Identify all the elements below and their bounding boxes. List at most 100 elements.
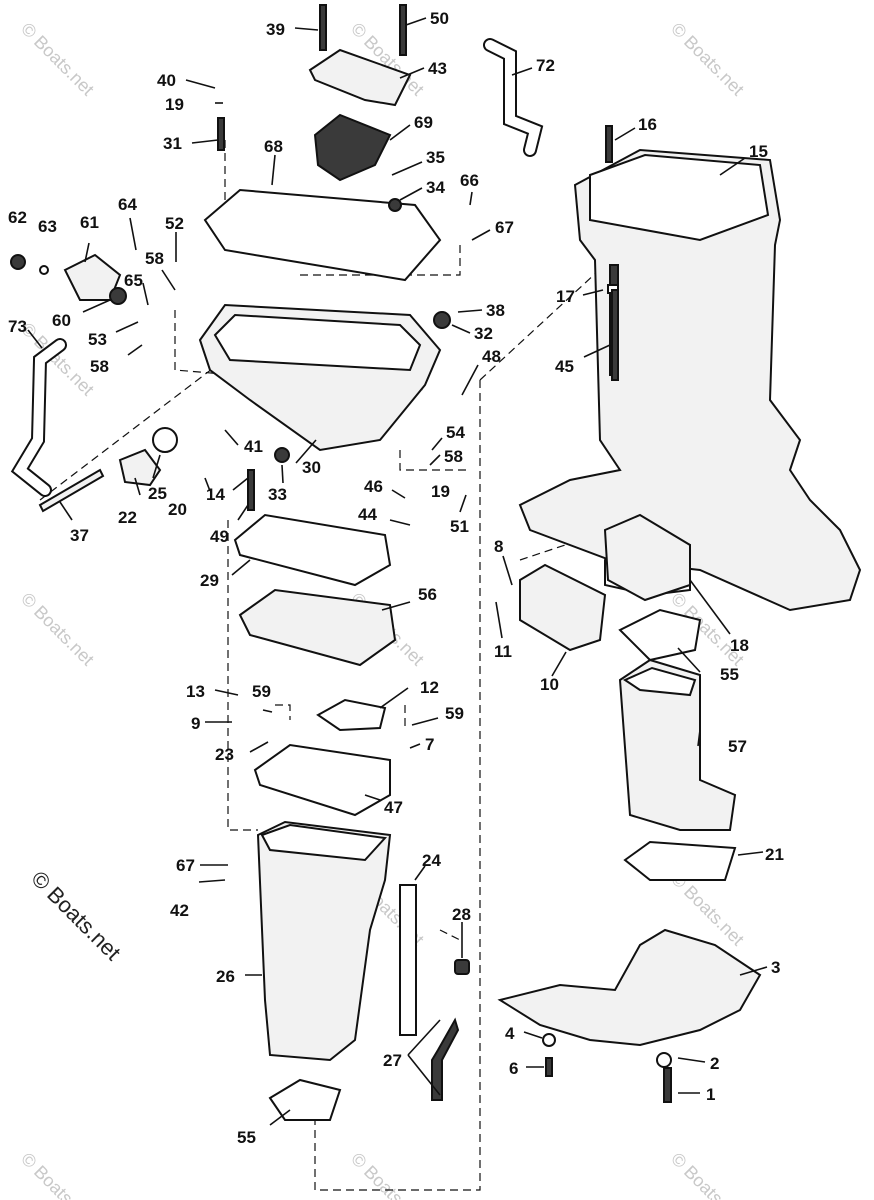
callout-30: 30: [302, 458, 321, 477]
gasket-68: [203, 188, 442, 282]
assembly-lines: [39, 140, 641, 1191]
callout-61: 61: [80, 213, 99, 232]
water-tube-24: [399, 884, 417, 1036]
callout-8: 8: [494, 537, 503, 556]
watermark: © Boats.net: [17, 1149, 98, 1200]
part-25: [152, 427, 178, 453]
stud-31: [217, 117, 225, 151]
callout-18: 18: [730, 636, 749, 655]
watermark: © Boats.net: [667, 1149, 748, 1200]
watermark: © Boats.net: [17, 589, 98, 670]
plate-3: [497, 928, 762, 1047]
callout-6: 6: [509, 1059, 518, 1078]
stud-16: [605, 125, 613, 163]
callout-33: 33: [268, 485, 287, 504]
part-62: [10, 254, 26, 270]
callout-39: 39: [266, 20, 285, 39]
leader-lines: [27, 17, 768, 1126]
callout-47: 47: [384, 798, 403, 817]
callout-32: 32: [474, 324, 493, 343]
callout-52: 52: [165, 214, 184, 233]
bracket-43: [308, 48, 412, 107]
bolt-50: [399, 4, 407, 56]
callout-67a: 67: [495, 218, 514, 237]
callout-31: 31: [163, 134, 182, 153]
callout-27: 27: [383, 1051, 402, 1070]
nut-34: [388, 198, 402, 212]
callout-22: 22: [118, 508, 137, 527]
callout-19b: 19: [431, 482, 450, 501]
callout-11: 11: [494, 642, 512, 661]
callout-15: 15: [749, 142, 768, 161]
thermostat-61: [63, 253, 122, 301]
callout-66: 66: [460, 171, 479, 190]
callout-62: 62: [8, 208, 27, 227]
seal-21: [623, 840, 737, 881]
callout-72: 72: [536, 56, 555, 75]
part-22: [118, 448, 162, 487]
callout-50: 50: [430, 9, 449, 28]
callout-14: 14: [206, 485, 225, 504]
callout-55a: 55: [720, 665, 739, 684]
bolt-45: [611, 289, 619, 381]
drive-shaft-housing: [518, 148, 862, 612]
callout-1: 1: [706, 1085, 715, 1104]
callout-26: 26: [216, 967, 235, 986]
callout-34: 34: [426, 178, 445, 197]
callout-24: 24: [422, 851, 441, 870]
callout-51: 51: [450, 517, 469, 536]
cover-12: [316, 698, 387, 732]
callout-28: 28: [452, 905, 471, 924]
callout-44: 44: [358, 505, 377, 524]
nut-33: [274, 447, 290, 463]
callout-43: 43: [428, 59, 447, 78]
hose-72-inner: [485, 40, 541, 155]
power-pack-69: [313, 113, 392, 182]
bolt-1: [663, 1067, 672, 1103]
callout-37: 37: [70, 526, 89, 545]
callout-59a: 59: [252, 682, 271, 701]
callout-35: 35: [426, 148, 445, 167]
watermark: © Boats.net: [17, 19, 98, 100]
seal-55-lower: [268, 1078, 342, 1121]
part-63: [39, 265, 49, 275]
callout-59b: 59: [445, 704, 464, 723]
callout-40: 40: [157, 71, 176, 90]
part-60: [109, 287, 127, 305]
callout-58c: 58: [444, 447, 463, 466]
callout-53: 53: [88, 330, 107, 349]
callout-60: 60: [52, 311, 71, 330]
exhaust-tube-57: [618, 658, 737, 831]
nut-32: [433, 311, 451, 329]
callout-49: 49: [210, 527, 229, 546]
callout-54: 54: [446, 423, 465, 442]
callout-7: 7: [425, 735, 434, 754]
callout-21: 21: [765, 845, 784, 864]
callout-19a: 19: [165, 95, 184, 114]
callout-10: 10: [540, 675, 559, 694]
callout-68: 68: [264, 137, 283, 156]
callout-2: 2: [710, 1054, 719, 1073]
callout-3: 3: [771, 958, 780, 977]
callout-42: 42: [170, 901, 189, 920]
callout-69: 69: [414, 113, 433, 132]
callout-13: 13: [186, 682, 205, 701]
exhaust-housing-26: [256, 820, 392, 1062]
callout-41: 41: [244, 437, 263, 456]
exhaust-plate-56: [238, 588, 397, 667]
callout-45: 45: [555, 357, 574, 376]
mount-18: [603, 513, 691, 602]
callout-65: 65: [124, 271, 143, 290]
callout-38: 38: [486, 301, 505, 320]
callout-58b: 58: [90, 357, 109, 376]
callout-23: 23: [215, 745, 234, 764]
callout-16: 16: [638, 115, 657, 134]
callout-73: 73: [8, 317, 27, 336]
watermark: © Boats.net: [667, 19, 748, 100]
hose-27: [431, 1017, 460, 1101]
callout-12: 12: [420, 678, 439, 697]
callout-64: 64: [118, 195, 137, 214]
seal-55-upper: [618, 608, 702, 662]
adapter-plate: [198, 303, 442, 452]
